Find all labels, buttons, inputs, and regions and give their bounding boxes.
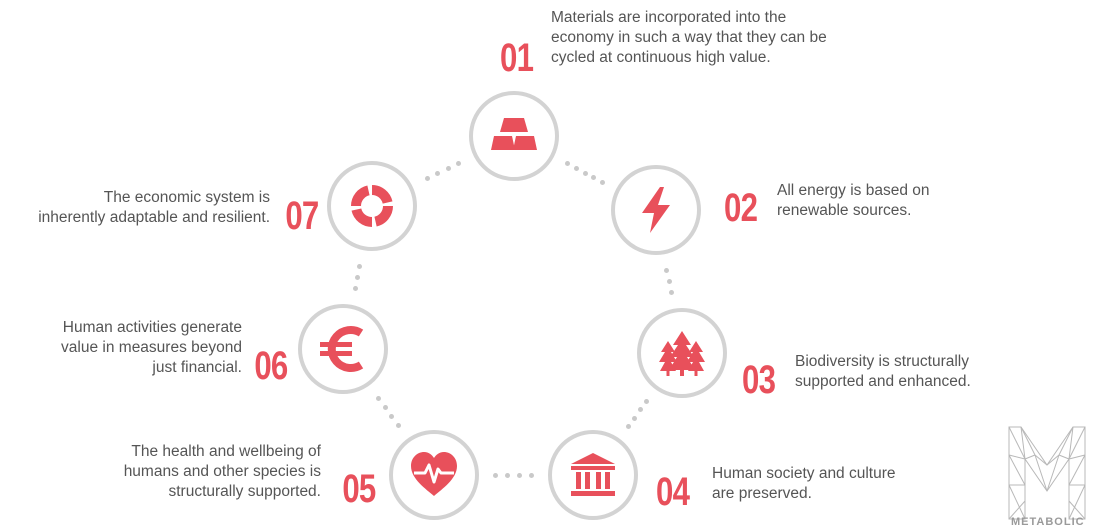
connector-dot xyxy=(355,275,360,280)
node-02 xyxy=(611,165,701,255)
connector-dot xyxy=(528,472,534,478)
connector-dot xyxy=(564,161,570,167)
node-07 xyxy=(327,161,417,251)
principle-03-text: Biodiversity is structurally supported a… xyxy=(795,353,971,390)
connector-dot xyxy=(516,472,522,478)
connector-dot xyxy=(493,472,499,478)
heart-pulse-icon xyxy=(411,452,457,496)
number-01: 01 xyxy=(500,36,534,80)
connector-dot xyxy=(573,165,579,171)
number-06: 06 xyxy=(253,344,288,388)
connector-dot xyxy=(638,407,643,413)
principle-06-text: Human activities generate value in measu… xyxy=(61,319,242,376)
principle-05-text: The health and wellbeing of humans and o… xyxy=(123,443,321,500)
connector-dot xyxy=(668,290,674,296)
lightning-icon xyxy=(642,187,670,233)
principle-01-text: Materials are incorporated into the econ… xyxy=(551,9,827,66)
logo-wordmark: METABOLIC xyxy=(1011,516,1085,528)
connector-dot xyxy=(505,472,511,478)
connector-dot xyxy=(424,176,430,182)
metabolic-logo xyxy=(1008,426,1086,520)
node-06 xyxy=(298,304,388,394)
connector-dot xyxy=(376,396,382,402)
connector-dot xyxy=(395,422,401,428)
connector-dot xyxy=(389,413,395,419)
connector-dot xyxy=(382,405,388,410)
connector-dot xyxy=(352,286,358,292)
node-04 xyxy=(548,430,638,520)
node-01 xyxy=(469,91,559,181)
number-04: 04 xyxy=(656,470,690,514)
connector-dot xyxy=(456,160,462,166)
connector-dot xyxy=(445,165,451,171)
principle-07-text: The economic system is inherently adapta… xyxy=(38,189,270,226)
connector-dot xyxy=(631,415,637,421)
connector-dot xyxy=(357,263,363,269)
connector-dot xyxy=(666,279,672,284)
number-03: 03 xyxy=(742,358,776,402)
connector-dot xyxy=(582,170,588,176)
principle-02-text: All energy is based on renewable sources… xyxy=(777,182,930,219)
connector-dot xyxy=(600,179,606,185)
euro-icon xyxy=(320,326,364,372)
connector-dot xyxy=(591,175,597,181)
node-03 xyxy=(637,308,727,398)
connector-dot xyxy=(644,399,650,405)
number-05: 05 xyxy=(341,467,376,511)
node-05 xyxy=(389,430,479,520)
connector-dot xyxy=(625,423,631,429)
cycle-icon xyxy=(351,185,393,227)
number-07: 07 xyxy=(284,194,319,238)
principle-04-text: Human society and culture are preserved. xyxy=(712,465,896,502)
number-02: 02 xyxy=(724,186,758,230)
gold-bars-icon xyxy=(491,118,537,150)
connector-dot xyxy=(435,171,441,177)
trees-icon xyxy=(659,331,705,376)
connector-dot xyxy=(664,267,670,273)
temple-icon xyxy=(571,453,615,496)
